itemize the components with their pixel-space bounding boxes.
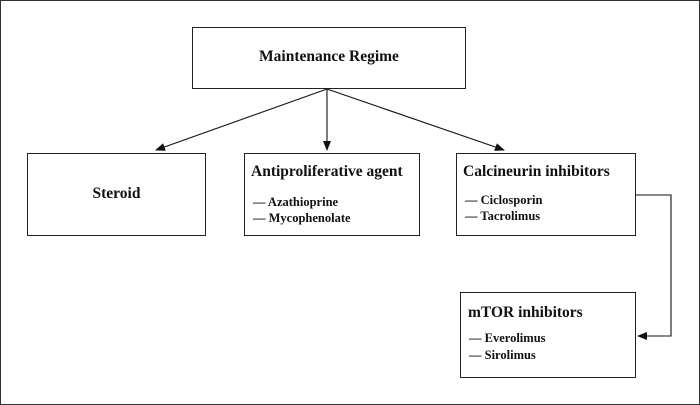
edge-root-steroid <box>155 88 328 151</box>
list-item: — Sirolimus <box>469 348 536 362</box>
node-antiproliferative-agent: Antiproliferative agent — Azathioprine —… <box>244 153 420 236</box>
node-title: Steroid <box>92 185 141 202</box>
node-title: Maintenance Regime <box>259 48 399 65</box>
edge-root-calcineurin <box>326 88 505 151</box>
edge-calcineurin-mtor <box>636 194 672 340</box>
node-title: Antiproliferative agent <box>251 163 403 180</box>
node-steroid: Steroid <box>27 153 206 236</box>
list-item: — Everolimus <box>469 331 546 345</box>
list-item: — Azathioprine <box>253 195 339 209</box>
node-mtor-inhibitors: mTOR inhibitors — Everolimus — Sirolimus <box>460 292 636 378</box>
node-calcineurin-inhibitors: Calcineurin inhibitors — Ciclosporin — T… <box>456 153 636 236</box>
list-item: — Tacrolimus <box>465 209 541 223</box>
node-maintenance-regime: Maintenance Regime <box>192 27 466 89</box>
node-title: mTOR inhibitors <box>468 304 583 321</box>
node-title: Calcineurin inhibitors <box>463 163 610 180</box>
list-item: — Mycophenolate <box>253 211 351 225</box>
list-item: — Ciclosporin <box>465 193 543 207</box>
